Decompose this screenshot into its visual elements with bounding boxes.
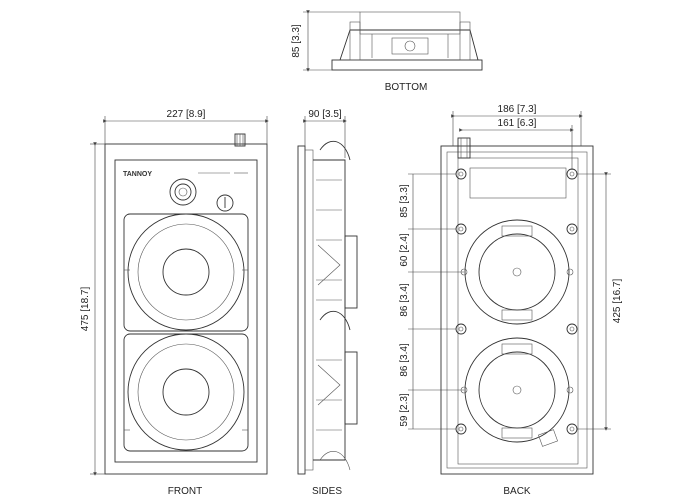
- front-height-dimension: 475 [18.7]: [80, 287, 91, 332]
- sides-view: 90 [3.5] SIDES: [297, 109, 358, 497]
- bottom-view: 85 [3.3] BOTTOM: [291, 10, 483, 93]
- back-height-dimension: 425 [16.7]: [612, 279, 623, 324]
- front-view: TANNOY 227 [8.9] 475 [18.7] FRONT: [80, 109, 269, 497]
- bottom-height-dimension: 85 [3.3]: [291, 24, 302, 58]
- back-segment-3-dimension: 86 [3.4]: [399, 283, 410, 317]
- back-view-label: BACK: [503, 486, 531, 497]
- back-segment-1-dimension: 85 [3.3]: [399, 184, 410, 218]
- back-segment-4-dimension: 86 [3.4]: [399, 343, 410, 377]
- front-width-dimension: 227 [8.9]: [167, 109, 206, 120]
- back-segment-5-dimension: 59 [2.3]: [399, 393, 410, 427]
- back-outer-width-dimension: 186 [7.3]: [498, 104, 537, 115]
- sides-view-label: SIDES: [312, 486, 342, 497]
- brand-logo-text: TANNOY: [123, 171, 152, 178]
- back-view: 186 [7.3] 161 [6.3] 425 [16.7] 85 [3.3] …: [399, 104, 623, 497]
- bottom-view-label: BOTTOM: [385, 82, 428, 93]
- back-segment-2-dimension: 60 [2.4]: [399, 233, 410, 267]
- back-inner-width-dimension: 161 [6.3]: [498, 118, 537, 129]
- side-depth-dimension: 90 [3.5]: [308, 109, 342, 120]
- front-view-label: FRONT: [168, 486, 202, 497]
